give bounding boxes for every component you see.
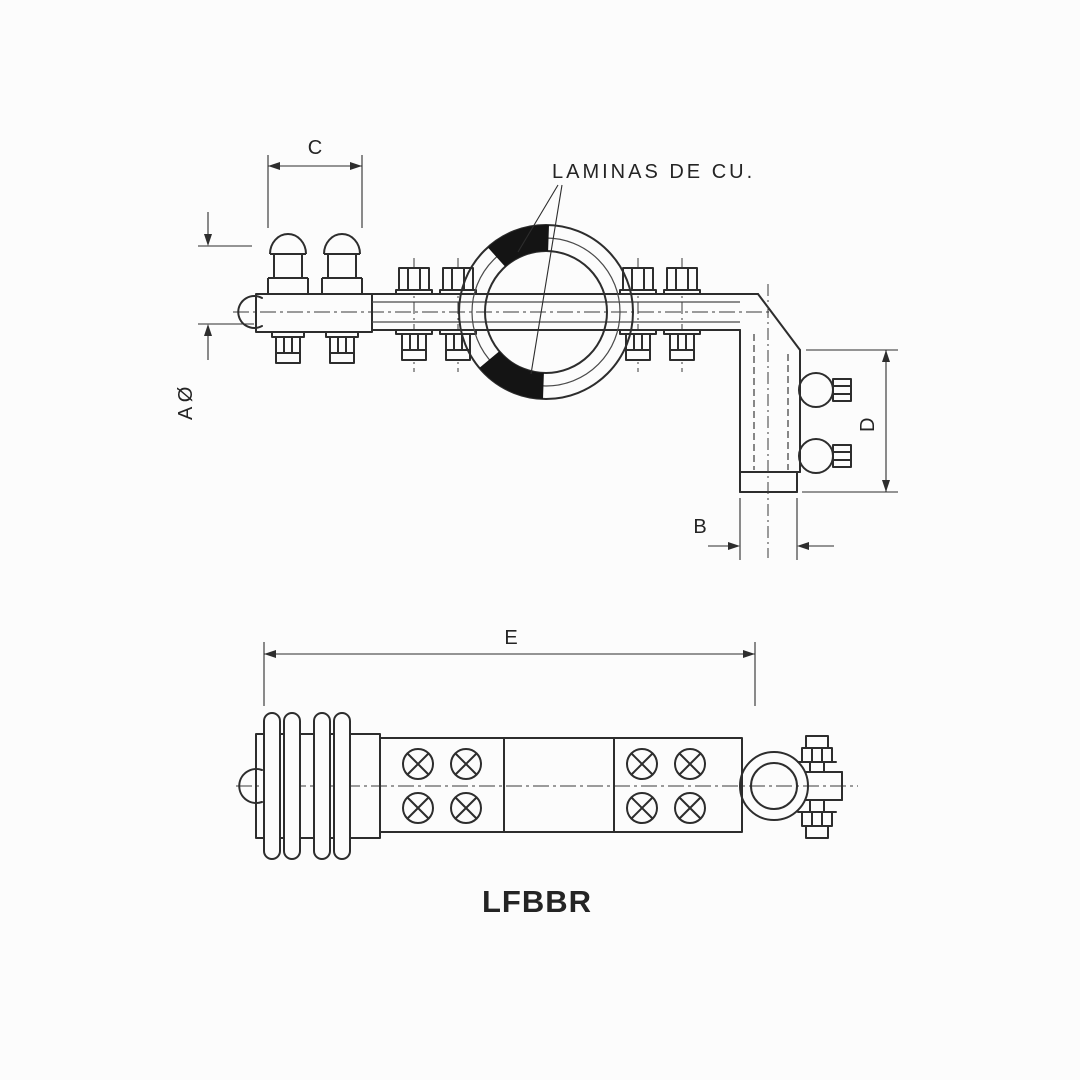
plan-bolt bbox=[674, 792, 706, 824]
dimension-label-b: B bbox=[693, 516, 706, 538]
ring-clamp-bolt bbox=[797, 735, 837, 839]
loop-inner bbox=[484, 250, 608, 374]
plan-bolt bbox=[626, 748, 658, 780]
left-clamp bbox=[237, 233, 373, 364]
dimension-label-e: E bbox=[504, 627, 517, 649]
dimension-b: B bbox=[693, 498, 834, 560]
clamp-bolt bbox=[271, 331, 305, 364]
plan-bolt bbox=[402, 792, 434, 824]
laminate-section-upper bbox=[487, 225, 549, 267]
bar-bolts bbox=[395, 257, 701, 373]
copper-laminate-loop bbox=[458, 224, 634, 400]
dimension-a-diameter: A Ø bbox=[175, 212, 254, 420]
clamp-spool bbox=[321, 233, 363, 295]
top-view bbox=[233, 224, 852, 558]
part-number: LFBBR bbox=[482, 884, 592, 919]
plan-conductor-end bbox=[238, 768, 263, 804]
dimension-c: C bbox=[267, 137, 363, 228]
pad-bolt bbox=[798, 372, 852, 408]
dimension-label-d: D bbox=[857, 418, 879, 432]
plan-bolt bbox=[450, 748, 482, 780]
leader-line bbox=[517, 184, 559, 253]
plan-bolt bbox=[450, 792, 482, 824]
plan-spool-rib bbox=[283, 712, 301, 860]
plan-spool-rib bbox=[333, 712, 351, 860]
bar-bolt bbox=[663, 257, 701, 373]
dimension-e: E bbox=[263, 627, 756, 706]
conductor-end bbox=[237, 295, 263, 329]
plan-view bbox=[236, 712, 858, 860]
bar-bolt bbox=[395, 257, 433, 373]
clamp-bolt bbox=[325, 331, 359, 364]
annotation-label: LAMINAS DE CU. bbox=[552, 161, 755, 183]
plan-bolt bbox=[402, 748, 434, 780]
dimension-label-a: A Ø bbox=[175, 387, 197, 420]
plan-bus-bar bbox=[379, 737, 743, 833]
leader-line bbox=[530, 184, 563, 375]
clamp-body bbox=[255, 293, 373, 333]
dimension-label-c: C bbox=[308, 137, 322, 159]
plan-spool-rib bbox=[263, 712, 281, 860]
pad-bolt bbox=[798, 438, 852, 474]
plan-bar-outline bbox=[379, 737, 743, 833]
laminate-section-lower bbox=[479, 351, 544, 399]
plan-ring-terminal bbox=[739, 735, 843, 839]
dimension-d: D bbox=[802, 349, 898, 493]
clamp-spool bbox=[267, 233, 309, 295]
plan-bolt bbox=[626, 792, 658, 824]
ring-inner bbox=[750, 762, 798, 810]
plan-spool-rib bbox=[313, 712, 331, 860]
loop-outer bbox=[458, 224, 634, 400]
ring-outer bbox=[739, 751, 809, 821]
plan-bolt bbox=[674, 748, 706, 780]
terminal-pad bbox=[739, 284, 852, 558]
annotation-laminas: LAMINAS DE CU. bbox=[517, 161, 755, 375]
